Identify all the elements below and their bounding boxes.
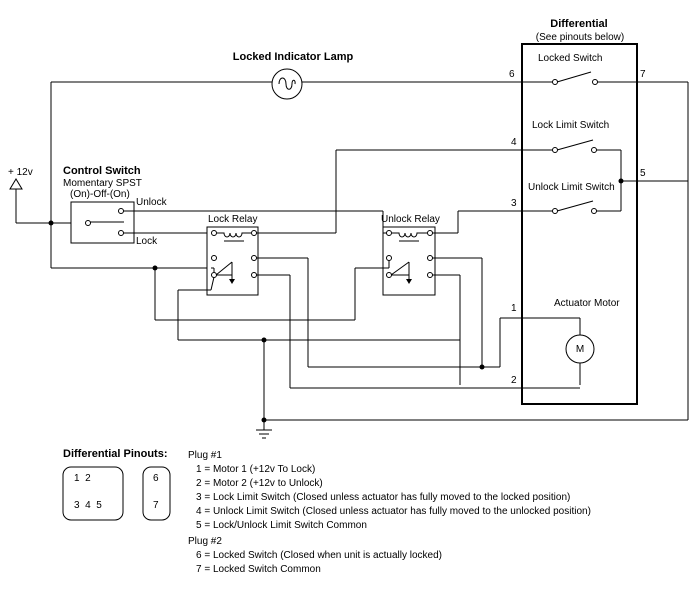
plug1-connector	[62, 466, 124, 521]
pinouts-title: Differential Pinouts:	[63, 448, 168, 460]
lock-limit-switch-label: Lock Limit Switch	[532, 120, 609, 131]
legend-plug1-item: 3 = Lock Limit Switch (Closed unless act…	[196, 492, 570, 503]
lock-relay-contacts	[211, 255, 257, 284]
power-label: + 12v	[8, 167, 33, 178]
pin-6-label: 6	[509, 69, 515, 80]
plug2-top: 6	[153, 473, 159, 484]
lock-relay-body	[206, 226, 259, 296]
differential-title: Differential	[550, 18, 607, 30]
differential-subtitle: (See pinouts below)	[536, 32, 624, 43]
actuator-motor: M	[565, 318, 595, 385]
legend-plug2-item: 7 = Locked Switch Common	[196, 564, 321, 575]
motor-symbol: M	[576, 344, 584, 355]
pin-4-label: 4	[511, 137, 517, 148]
control-switch-unlock-label: Unlock	[136, 197, 168, 208]
pin-7-label: 7	[640, 69, 646, 80]
indicator-lamp	[271, 68, 303, 100]
pin-1-label: 1	[511, 303, 517, 314]
legend-plug2-item: 6 = Locked Switch (Closed when unit is a…	[196, 550, 442, 561]
legend-plug1-item: 4 = Unlock Limit Switch (Closed unless a…	[196, 506, 591, 517]
lock-relay-label: Lock Relay	[208, 214, 257, 225]
pin-3-label: 3	[511, 198, 517, 209]
legend-plug1-item: 1 = Motor 1 (+12v To Lock)	[196, 464, 315, 475]
legend-plug1-item: 2 = Motor 2 (+12v to Unlock)	[196, 478, 323, 489]
locked-switch-label: Locked Switch	[538, 53, 602, 64]
control-switch-line2: Momentary SPST	[63, 178, 142, 189]
lamp-label: Locked Indicator Lamp	[233, 51, 354, 63]
plug2-bottom: 7	[153, 500, 159, 511]
control-switch-title: Control Switch	[63, 165, 141, 177]
legend-plug2-heading: Plug #2	[188, 536, 222, 547]
actuator-motor-label: Actuator Motor	[554, 298, 620, 309]
plug1-row1: 1 2	[74, 473, 91, 484]
legend-plug1-heading: Plug #1	[188, 450, 222, 461]
power-symbol	[9, 178, 23, 223]
unlock-relay-contacts	[386, 255, 433, 284]
ground-symbol	[256, 429, 272, 439]
plug2-connector	[142, 466, 171, 521]
unlock-limit-switch-label: Unlock Limit Switch	[528, 182, 615, 193]
locked-switch	[552, 71, 598, 85]
pin-2-label: 2	[511, 375, 517, 386]
control-switch-lock-label: Lock	[136, 236, 158, 247]
control-switch-line3: (On)-Off-(On)	[70, 189, 130, 200]
pin-5-label: 5	[640, 168, 646, 179]
legend-plug1-item: 5 = Lock/Unlock Limit Switch Common	[196, 520, 367, 531]
unlock-relay-label: Unlock Relay	[381, 214, 440, 225]
plug1-row2: 3 4 5	[74, 500, 102, 511]
